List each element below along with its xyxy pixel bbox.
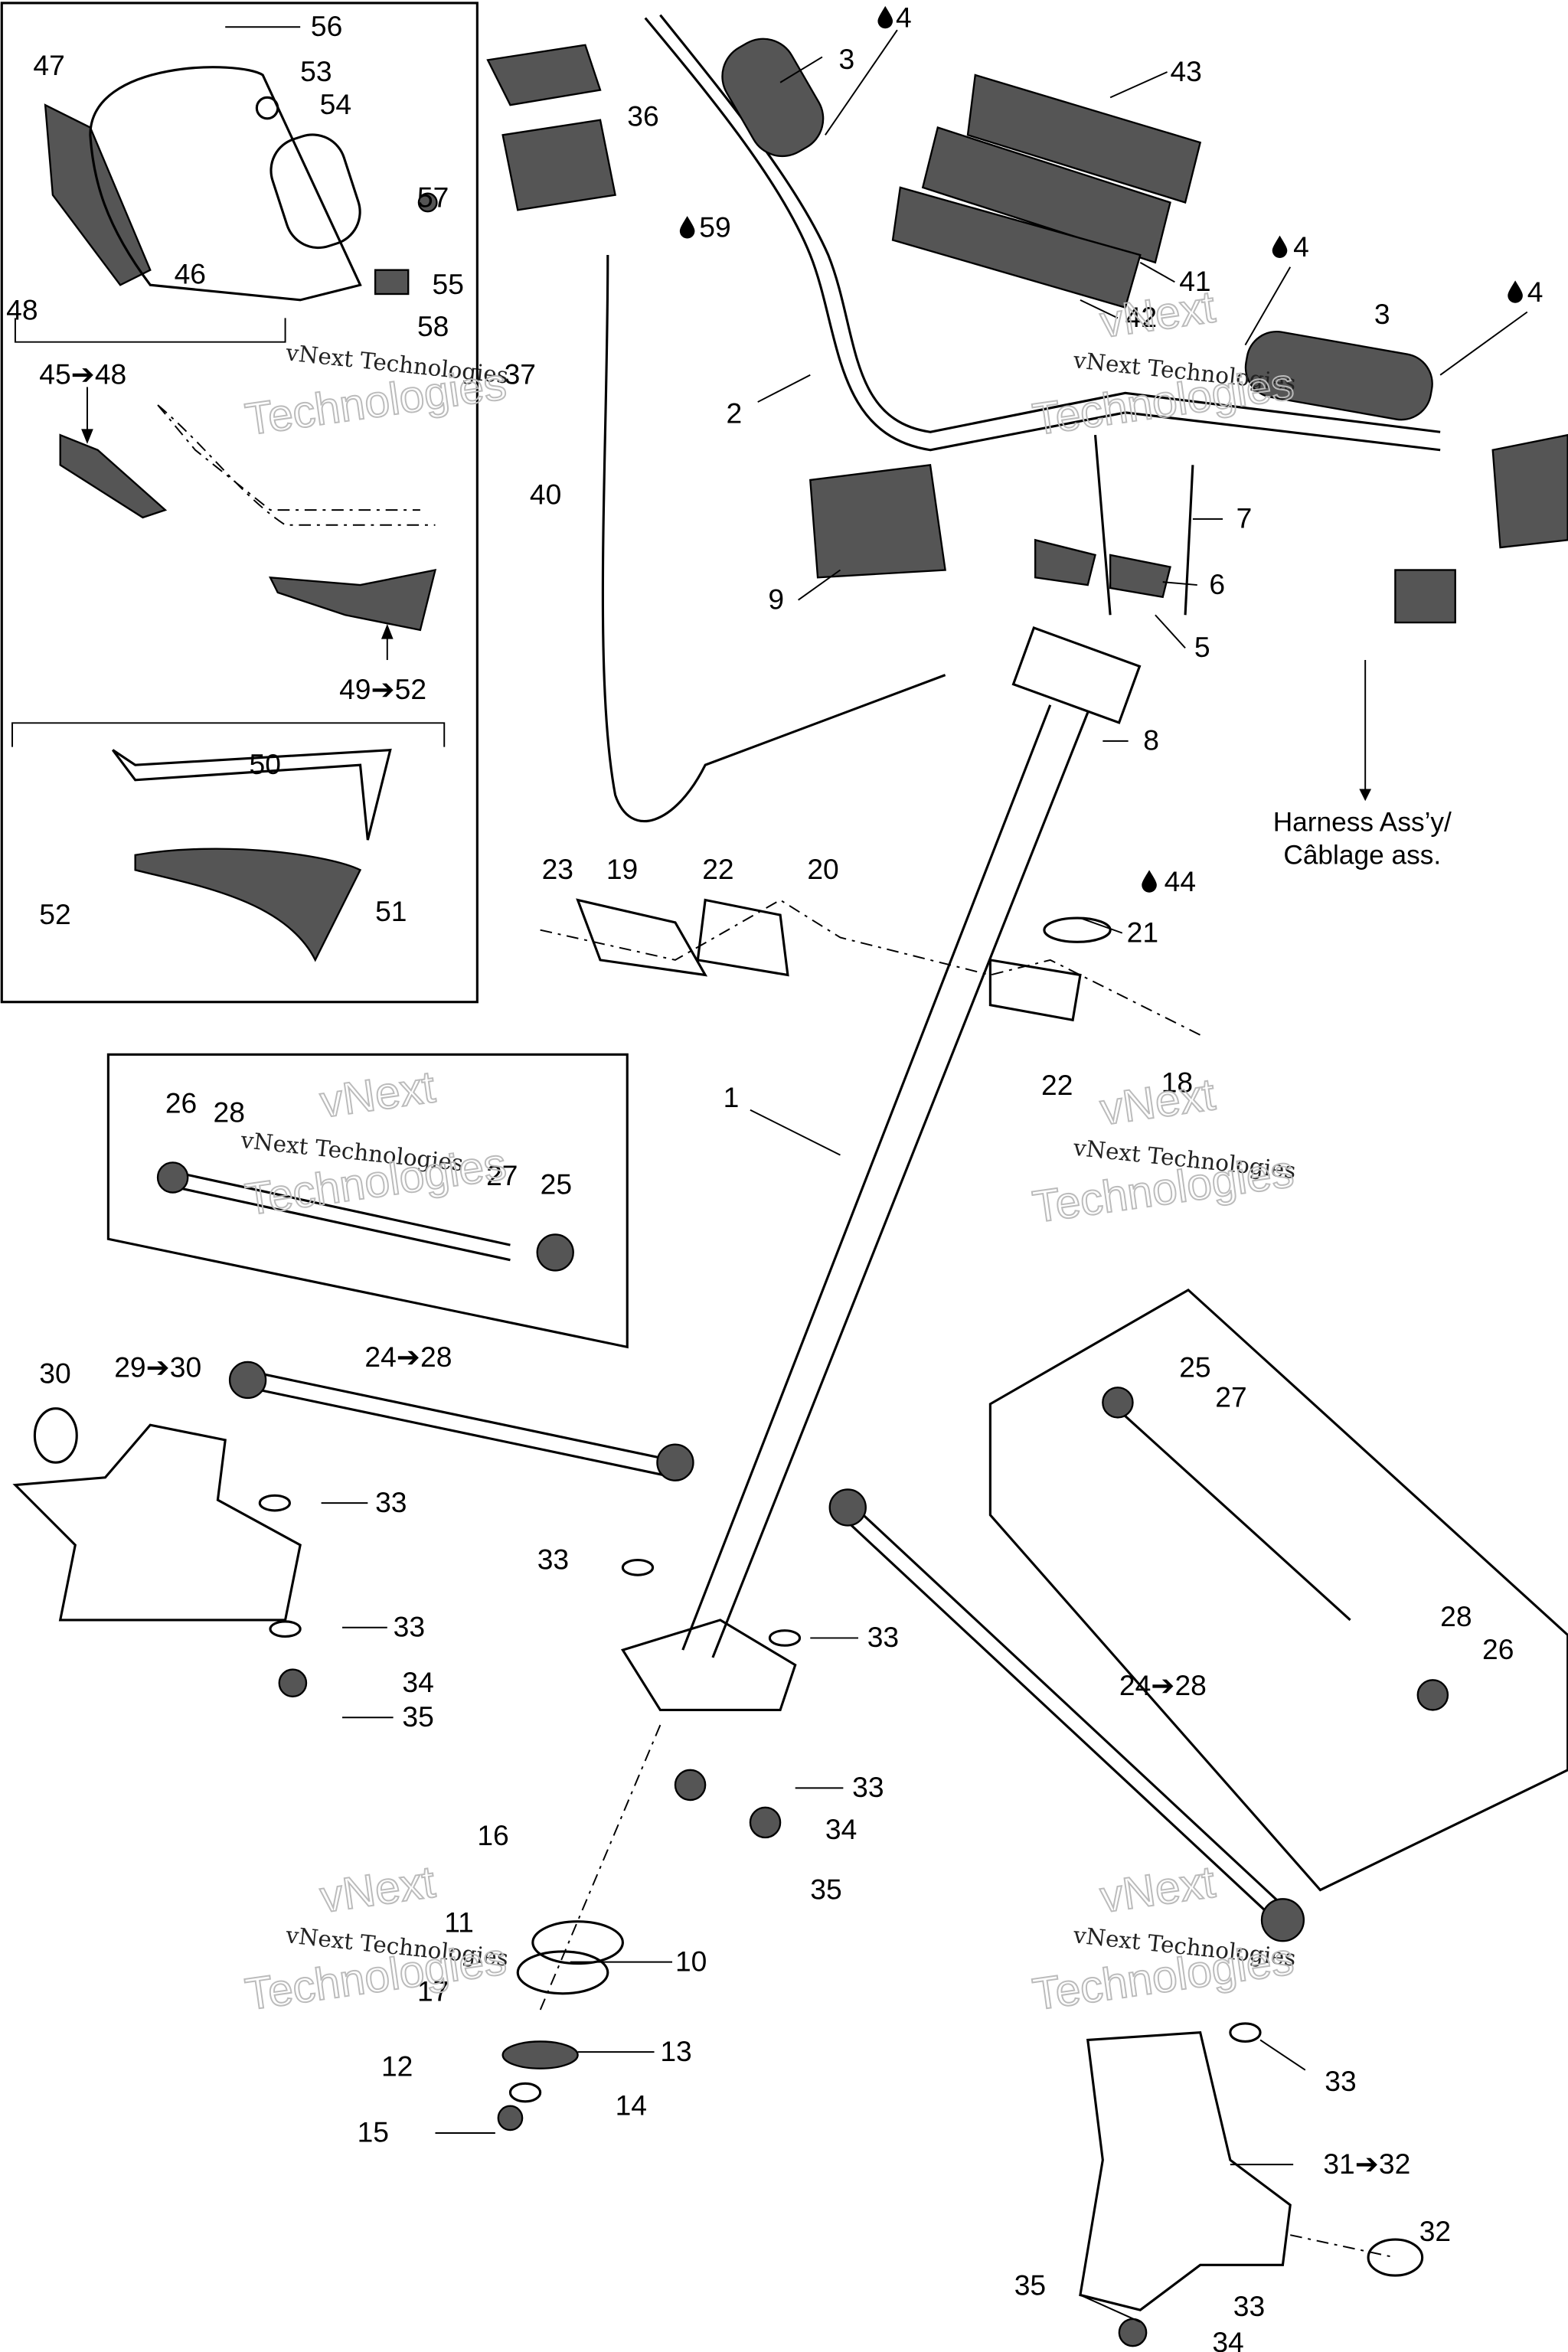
oil-drop-icon: [679, 216, 695, 239]
callout: 40: [530, 478, 561, 510]
callout: 4: [1293, 230, 1309, 263]
callout: 29➔30: [114, 1351, 201, 1383]
callout: 25: [541, 1168, 572, 1200]
callout: 20: [807, 853, 838, 885]
callout: 33: [537, 1543, 569, 1575]
callout: 33: [867, 1621, 899, 1653]
callout: 48: [6, 293, 38, 325]
callout: 58: [417, 310, 449, 342]
callout: 22: [1041, 1069, 1073, 1101]
callout: 17: [417, 1975, 449, 2007]
callout: 52: [39, 898, 70, 930]
callout: 33: [1325, 2065, 1356, 2097]
callout: 49➔52: [339, 673, 426, 705]
callout: 3: [1374, 298, 1390, 330]
watermark-outline: vNext: [1097, 1070, 1218, 1135]
callout: 2: [727, 397, 743, 429]
callout: 41: [1179, 265, 1210, 297]
handguard-inset-box: [0, 2, 479, 1004]
callout: 33: [394, 1610, 425, 1642]
callout: 31➔32: [1323, 2148, 1410, 2180]
callout: 51: [375, 895, 407, 927]
callout: 21: [1127, 916, 1158, 948]
callout: 8: [1143, 724, 1159, 756]
handlebar-assembly: [486, 14, 1568, 823]
callout: 34: [825, 1813, 857, 1845]
callout: 27: [486, 1159, 518, 1191]
callout: 5: [1194, 631, 1210, 663]
callout: 32: [1419, 2215, 1451, 2247]
callout: 33: [852, 1771, 884, 1803]
callout: 33: [1233, 2290, 1265, 2322]
callout: 7: [1236, 502, 1253, 534]
callout: 35: [810, 1873, 841, 1905]
steering-column: [497, 435, 1201, 2132]
callout: 10: [675, 1945, 707, 1977]
callout: 13: [660, 2035, 691, 2067]
callout: 1: [724, 1081, 740, 1113]
callout-labels: 56 47 53 54 57 55 46 48 58 45➔48 49➔52 5…: [6, 1, 1543, 2352]
watermark-outline: vNext: [1097, 1857, 1218, 1922]
callout: 37: [505, 358, 536, 390]
callout: 46: [175, 257, 206, 289]
watermarks: vNext Technologies Technologies vNext Te…: [239, 281, 1298, 2020]
callout: 33: [375, 1486, 407, 1518]
callout: 56: [311, 10, 342, 42]
callout: 15: [358, 2116, 389, 2148]
oil-drop-icon: [877, 5, 893, 29]
callout: 26: [1482, 1633, 1514, 1665]
callout: 55: [433, 268, 464, 300]
callout: 47: [33, 49, 64, 81]
callout: 22: [702, 853, 733, 885]
callout: 45➔48: [39, 358, 126, 390]
callout: 14: [616, 2089, 647, 2121]
watermark-outline: vNext: [317, 1062, 438, 1127]
callout: 23: [542, 853, 573, 885]
callout: 57: [417, 181, 449, 213]
callout: 16: [477, 1819, 508, 1851]
callout: 35: [1014, 2269, 1046, 2301]
harness-label-fr: Câblage ass.: [1283, 840, 1441, 870]
callout: 44: [1165, 865, 1196, 897]
callout: 53: [300, 55, 332, 87]
oil-drop-icon: [1508, 280, 1523, 303]
callout: 27: [1215, 1381, 1246, 1413]
callout: 28: [1440, 1600, 1472, 1632]
oil-drop-icon: [1272, 235, 1288, 258]
watermark-outline: vNext: [317, 1857, 438, 1922]
callout: 25: [1179, 1351, 1210, 1383]
callout: 24➔28: [1119, 1669, 1207, 1701]
callout: 54: [320, 88, 351, 120]
callout: 9: [768, 583, 784, 615]
tie-rods-and-spindles: [12, 1161, 1449, 2347]
oil-drop-icon: [1142, 870, 1157, 893]
callout: 6: [1209, 568, 1225, 600]
callout: 34: [402, 1666, 433, 1698]
callout: 59: [699, 211, 730, 243]
tie-rod-inset-box-right: [988, 1288, 1568, 1892]
tie-rod-inset-box-left: [106, 1053, 629, 1349]
callout: 36: [627, 100, 658, 132]
callout: 24➔28: [364, 1341, 452, 1373]
callout: 3: [839, 43, 855, 75]
harness-label: Harness Ass’y/: [1273, 807, 1452, 837]
leader-lines: [225, 26, 1528, 2323]
callout: 18: [1161, 1066, 1193, 1098]
callout: 30: [39, 1357, 70, 1389]
callout: 4: [896, 1, 912, 33]
callout: 19: [606, 853, 638, 885]
callout: 50: [250, 748, 281, 780]
callout: 34: [1212, 2326, 1243, 2352]
callout: 43: [1170, 55, 1201, 87]
callout: 35: [402, 1700, 433, 1733]
callout: 26: [165, 1087, 197, 1119]
callout: 28: [214, 1096, 245, 1128]
callout: 42: [1125, 301, 1157, 333]
callout: 4: [1527, 276, 1544, 308]
handguard-parts: [44, 66, 438, 962]
callout: 12: [381, 2050, 413, 2082]
callout: 11: [444, 1906, 474, 1938]
